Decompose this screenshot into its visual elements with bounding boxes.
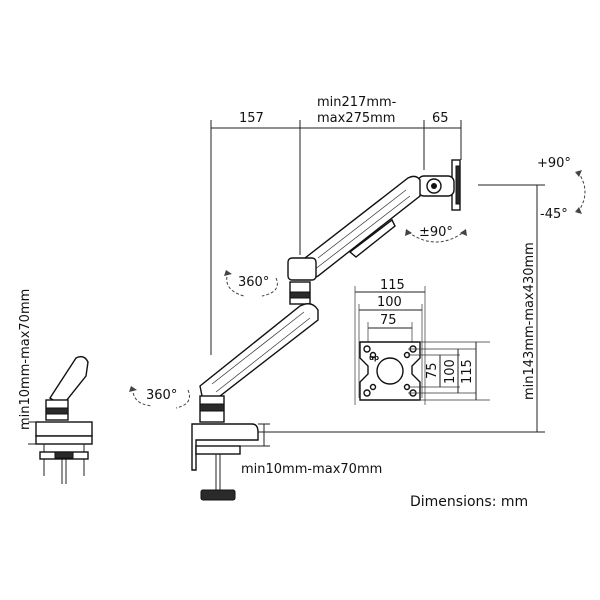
vesa-100-top-label: 100 bbox=[377, 295, 402, 310]
vesa-logo: up bbox=[369, 354, 379, 362]
dim-157-label: 157 bbox=[239, 111, 264, 126]
vesa-75-side-label: 75 bbox=[425, 362, 440, 379]
arm-length-label-line1: min217mm- bbox=[317, 95, 397, 110]
elbow-joint-upper bbox=[287, 257, 317, 281]
height-range-label: min143mm-max430mm bbox=[522, 242, 537, 400]
lower-arm bbox=[199, 281, 319, 400]
vesa-115-side-label: 115 bbox=[460, 359, 475, 384]
vesa-plate-diagram: 115 100 75 up 75 100 115 bbox=[354, 278, 490, 405]
height-dimension: min143mm-max430mm bbox=[255, 184, 545, 433]
dim-65-label: 65 bbox=[432, 111, 449, 126]
rotate-lower-label: 360° bbox=[146, 388, 177, 403]
tilt-arrowhead-up-icon bbox=[575, 170, 582, 177]
monitor-head: ±90° bbox=[405, 159, 467, 243]
side-arm-stub bbox=[49, 355, 89, 407]
units-note: Dimensions: mm bbox=[410, 494, 528, 510]
tilt-up-label: +90° bbox=[537, 156, 571, 171]
tilt-arrowhead-down-icon bbox=[575, 207, 582, 214]
upper-arm: 360° bbox=[224, 175, 421, 297]
arm-length-label-line2: max275mm bbox=[317, 111, 395, 126]
top-dimensions: 157 min217mm- max275mm 65 bbox=[210, 95, 462, 355]
swivel-arrow-icon bbox=[407, 231, 465, 243]
vesa-100-side-label: 100 bbox=[443, 359, 458, 384]
vesa-75-top-label: 75 bbox=[380, 313, 397, 328]
side-clamp-top bbox=[35, 421, 93, 437]
rotate-upper-label: 360° bbox=[238, 275, 269, 290]
gas-spring bbox=[348, 218, 396, 258]
lower-arm-body bbox=[199, 303, 319, 400]
clamp-range-vertical-label: min10mm-max70mm bbox=[18, 289, 33, 430]
tilt-down-label: -45° bbox=[540, 207, 568, 222]
tilt-arrow-icon bbox=[577, 171, 586, 213]
desk-clamp: 360° min10mm-max70mm bbox=[129, 386, 382, 501]
vesa-center-hole bbox=[376, 357, 404, 385]
side-clamp-detail: min10mm-max70mm bbox=[18, 289, 93, 484]
clamp-range-horizontal-label: min10mm-max70mm bbox=[241, 462, 382, 477]
vesa-115-top-label: 115 bbox=[380, 278, 405, 293]
tilt-indicator: +90° -45° bbox=[537, 156, 586, 222]
clamp-knob bbox=[200, 489, 236, 501]
swivel-label: ±90° bbox=[419, 225, 453, 240]
